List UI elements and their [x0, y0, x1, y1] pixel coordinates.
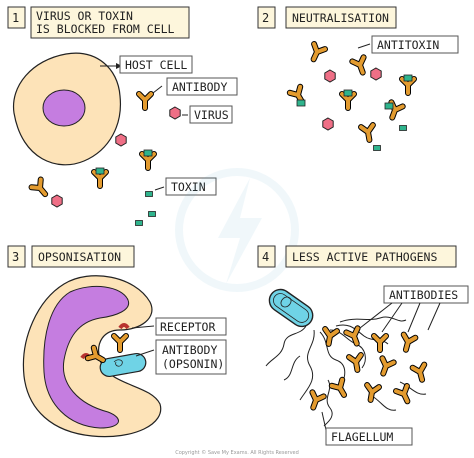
panel-2-title: NEUTRALISATION	[292, 11, 389, 25]
panel-4-title-box	[285, 245, 457, 268]
bacterium	[268, 288, 314, 328]
antitoxin-complex	[385, 102, 403, 119]
antibody-opsonin-label-box	[155, 339, 227, 375]
virus-icon	[322, 117, 334, 131]
antibody-icon	[308, 44, 325, 62]
antibody-icon	[308, 392, 324, 409]
copyright-footer: Copyright © Save My Exams. All Rights Re…	[175, 449, 299, 456]
antibody-icon	[352, 57, 368, 74]
panel-4-title: LESS ACTIVE PATHOGENS	[292, 250, 437, 264]
panel-2: 2 NEUTRALISATION ANTITOXIN	[257, 6, 459, 151]
virus-icon	[51, 194, 63, 208]
panel-1-title-line2: IS BLOCKED FROM CELL	[36, 22, 175, 36]
antitoxin-label-box	[371, 35, 459, 54]
toxin-icon	[145, 191, 153, 197]
panel-4: 4 LESS ACTIVE PATHOGENS	[257, 245, 469, 446]
antibody-icon	[378, 358, 394, 375]
flagellum-label-box	[325, 427, 413, 446]
panel-3-title: OPSONISATION	[38, 250, 121, 264]
virus-icon	[115, 133, 127, 147]
virus-label-box	[189, 105, 233, 124]
antibodies-label-box	[383, 285, 469, 304]
antibody-icon	[346, 328, 362, 345]
toxin-icon	[399, 125, 407, 131]
panel-1: 1 VIRUS OR TOXIN IS BLOCKED FROM CELL HO…	[7, 6, 238, 226]
bacterium	[99, 352, 147, 378]
flagellum-label: FLAGELLUM	[331, 430, 393, 444]
antibody-icon	[365, 385, 379, 401]
panel-2-title-box	[285, 6, 397, 29]
toxin-icon	[135, 220, 143, 226]
antibody-label: ANTIBODY	[172, 80, 227, 94]
panel-4-number-box	[257, 245, 276, 268]
host-cell-nucleus	[42, 89, 86, 127]
antibody-icon	[374, 336, 386, 350]
panel-2-number-box	[257, 6, 276, 29]
panel-1-title-line1: VIRUS OR TOXIN	[36, 9, 133, 23]
panel-3-title-box	[31, 245, 135, 268]
antibody-icon	[413, 365, 428, 382]
antibody-virus-complex	[142, 149, 154, 168]
antibody-icon	[323, 329, 337, 345]
antibody-icon	[139, 94, 151, 108]
antibody-icon	[361, 125, 375, 141]
panel-3-number-box	[7, 245, 26, 268]
receptor-label-box	[155, 317, 227, 336]
panel-1-number: 1	[12, 11, 19, 25]
opsonin-antibody-icon	[114, 336, 126, 350]
antibody-opsonin-label-line1: ANTIBODY	[162, 343, 217, 357]
antibody-icon	[349, 355, 363, 371]
receptor	[118, 323, 130, 330]
antibodies-label: ANTIBODIES	[389, 288, 458, 302]
antitoxin-complex	[342, 89, 354, 108]
receptor-label: RECEPTOR	[160, 320, 215, 334]
antitoxin-complex	[402, 74, 414, 93]
toxin-icon	[148, 211, 156, 217]
antibody-icon	[400, 335, 415, 352]
panel-1-title-box	[30, 6, 190, 39]
antibody-icon	[332, 380, 349, 398]
antibody-icon	[32, 180, 50, 198]
panel-3: 3 OPSONISATION RECEPTOR ANTIBODY (OPSONI…	[7, 245, 227, 438]
antibody-label-box	[166, 77, 238, 96]
antibody-opsonin-label-line2: (OPSONIN)	[162, 357, 224, 371]
antitoxin-label: ANTITOXIN	[377, 38, 439, 52]
panel-1-number-box	[7, 6, 26, 29]
watermark-logo	[175, 168, 299, 292]
virus-icon	[169, 106, 181, 120]
toxin-icon	[373, 145, 381, 151]
toxin-label-box	[165, 177, 217, 196]
panel-3-number: 3	[12, 250, 19, 264]
panel-2-number: 2	[262, 11, 269, 25]
antitoxin-complex	[290, 87, 307, 106]
host-cell-label-box	[119, 55, 193, 74]
phagocyte-nucleus	[43, 286, 130, 429]
virus-label: VIRUS	[194, 108, 229, 122]
virus-icon	[324, 69, 336, 83]
antibody-toxin-complex	[94, 167, 106, 186]
host-cell-label: HOST CELL	[125, 58, 187, 72]
panel-4-number: 4	[262, 250, 269, 264]
toxin-label: TOXIN	[171, 180, 206, 194]
virus-icon	[370, 67, 382, 81]
